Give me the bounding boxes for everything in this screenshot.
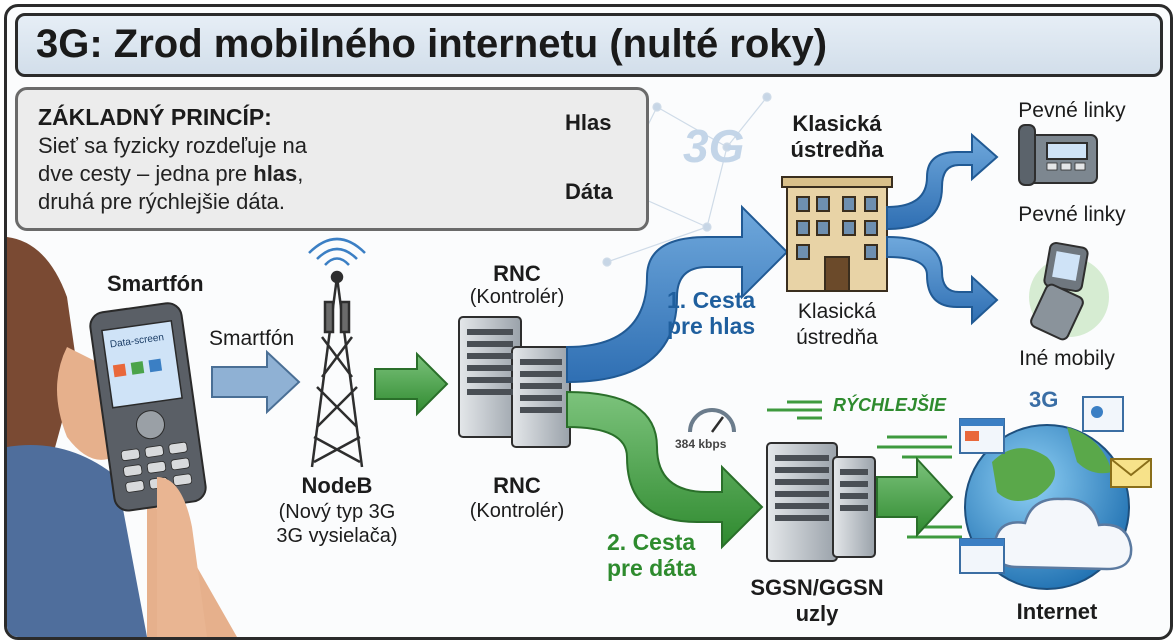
principle-box: ZÁKLADNÝ PRINCÍP: Sieť sa fyzicky rozdeľ… — [15, 87, 649, 231]
cable-voice-label: Hlas — [565, 110, 612, 135]
nodeb-line-1: (Nový typ 3G — [278, 501, 396, 523]
faster-label: RÝCHLEJŠIE — [833, 395, 947, 415]
logo-3g: 3G — [683, 120, 745, 172]
speed-gauge-icon — [688, 408, 736, 433]
web-page-icon — [959, 396, 1124, 574]
arrow-sgsn-to-internet — [876, 456, 954, 538]
principle-line-2-bold: hlas — [253, 161, 298, 186]
diagram-canvas: Data-screen — [7, 92, 1152, 637]
voice-path-label: 1. Cesta pre hlas — [667, 287, 755, 339]
arrow-to-other-mobiles — [886, 235, 999, 326]
data-path-line-2: pre dáta — [607, 555, 697, 581]
data-path-label: 2. Cesta pre dáta — [607, 529, 696, 581]
internet-label: Internet — [1016, 599, 1098, 624]
rnc-top-title: RNC — [493, 261, 541, 286]
exchange-top-line-2: ústredňa — [790, 137, 884, 162]
arrow-nodeb-to-rnc — [374, 351, 449, 417]
sgsn-line-1: SGSN/GGSN — [750, 575, 884, 600]
fixed-lines-bottom-label: Pevné linky — [1018, 203, 1126, 226]
voice-path-arrow — [566, 204, 789, 384]
nodeb-line-2: 3G vysielača) — [276, 525, 398, 547]
data-path-line-1: 2. Cesta — [607, 529, 696, 555]
exchange-bottom-label: Klasická ústredňa — [772, 299, 902, 351]
nodeb-title: NodeB — [301, 473, 373, 498]
principle-line-2: dve cesty – jedna pre hlas, — [38, 160, 368, 188]
smartphone-arrow-label: Smartfón — [209, 327, 295, 350]
rnc-top-subtitle: (Kontrolér) — [469, 286, 565, 308]
sgsn-line-2: uzly — [795, 601, 839, 626]
principle-line-3: druhá pre rýchlejšie dáta. — [38, 189, 286, 214]
email-icon — [1110, 458, 1152, 488]
fixed-lines-top-label: Pevné linky — [1018, 99, 1126, 122]
desk-phone-icon — [1018, 124, 1098, 186]
other-mobiles-label: Iné mobily — [1019, 347, 1115, 370]
network-background — [602, 92, 772, 267]
exchange-bottom-line-1: Klasická — [797, 300, 877, 323]
arrow-phone-to-nodeb — [211, 349, 301, 415]
speed-gauge-label: 384 kbps — [675, 437, 727, 451]
title-bar: 3G: Zrod mobilného internetu (nulté roky… — [15, 13, 1163, 77]
nodeb-tower-icon — [308, 237, 366, 468]
exchange-bottom-line-2: ústredňa — [796, 326, 878, 349]
arrow-to-fixed-lines — [886, 132, 999, 231]
exchange-top-line-1: Klasická — [792, 111, 882, 136]
data-path-arrow — [566, 390, 764, 550]
principle-line-2-start: dve cesty – jedna pre — [38, 161, 254, 186]
exchange-building-icon — [781, 176, 893, 292]
rnc-bottom-subtitle: (Kontrolér) — [469, 500, 565, 522]
principle-heading: ZÁKLADNÝ PRINCÍP: — [38, 104, 272, 130]
sgsn-server-icon — [766, 442, 876, 562]
mobile-phone-icon — [1029, 241, 1109, 341]
smartphone-title: Smartfón — [107, 271, 204, 296]
voice-path-line-1: 1. Cesta — [667, 287, 756, 313]
internet-3g-badge: 3G — [1029, 387, 1059, 412]
page-title: 3G: Zrod mobilného internetu (nulté roky… — [36, 22, 828, 66]
voice-path-line-2: pre hlas — [667, 313, 756, 339]
cable-data-label: Dáta — [565, 179, 613, 204]
principle-line-2-end: , — [297, 161, 304, 186]
rnc-server-icon — [458, 316, 571, 448]
principle-text: Sieť sa fyzicky rozdeľuje na dve cesty –… — [38, 132, 368, 216]
exchange-top-label: Klasická ústredňa — [772, 111, 902, 163]
nodeb-description: (Nový typ 3G 3G vysielača) — [252, 500, 422, 548]
diagram-frame: Data-screen — [4, 4, 1173, 640]
finger — [157, 477, 207, 637]
principle-line-1: Sieť sa fyzicky rozdeľuje na — [38, 133, 308, 158]
rnc-bottom-title: RNC — [493, 473, 541, 498]
sgsn-label: SGSN/GGSN uzly — [742, 575, 892, 627]
